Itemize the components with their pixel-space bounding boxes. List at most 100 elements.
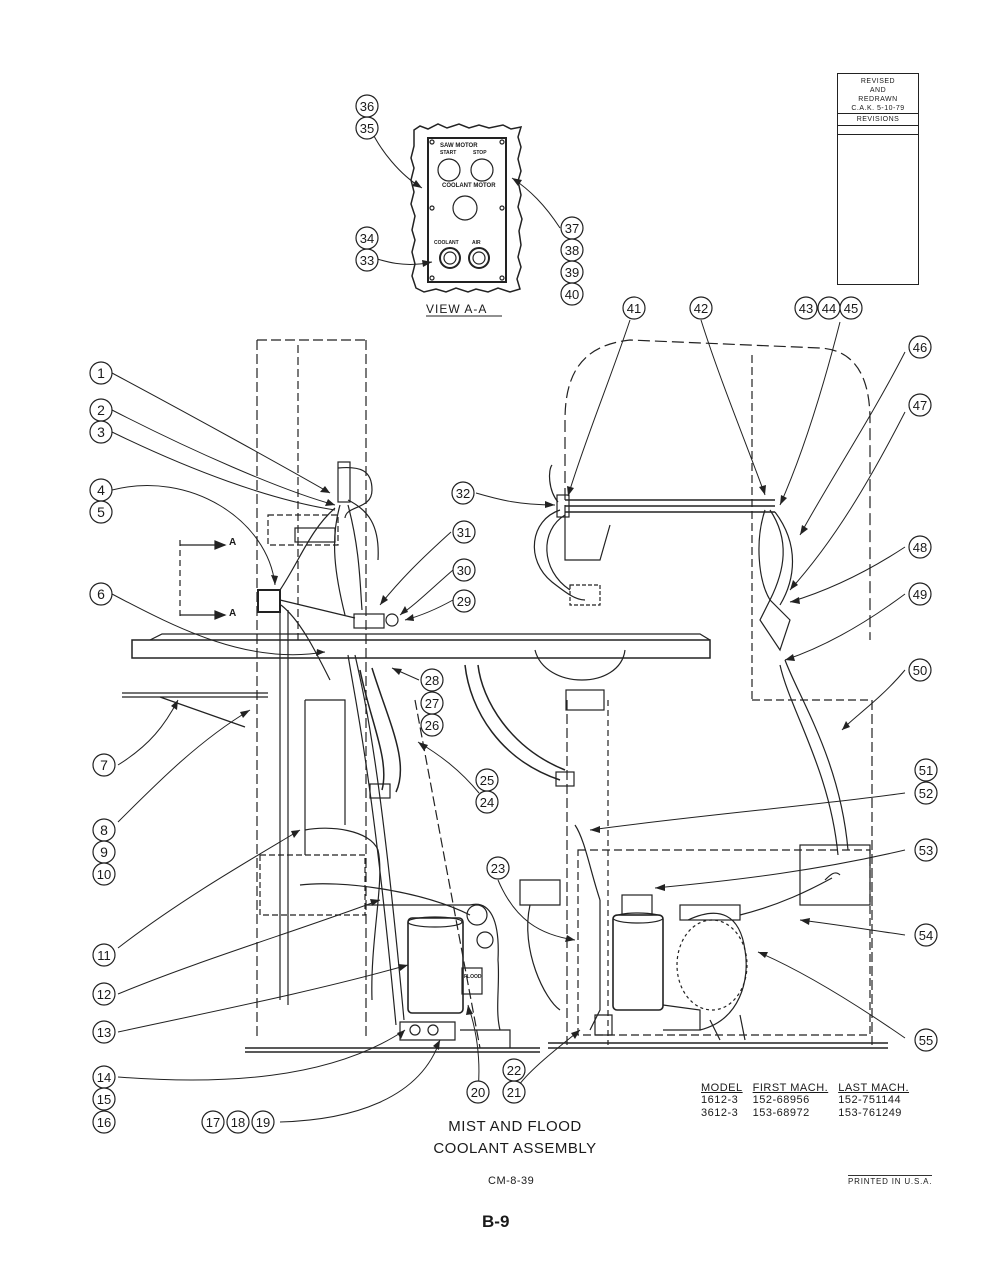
revision-note-line: AND [869, 87, 887, 94]
callout-number: 48 [913, 540, 927, 555]
panel-start-label: START [440, 150, 457, 156]
callout-number: 34 [360, 231, 374, 246]
callout-balloon [486, 856, 510, 880]
callout-21: 21 [502, 1080, 526, 1104]
callout-3: 3 [89, 420, 113, 444]
callout-balloon [420, 668, 444, 692]
callout-8: 8 [92, 818, 116, 842]
callout-balloon [914, 781, 938, 805]
callout-number: 7 [100, 757, 108, 773]
callout-balloon [475, 768, 499, 792]
column-header: LAST MACH. [838, 1082, 910, 1094]
callout-balloon [622, 296, 646, 320]
callout-number: 22 [507, 1063, 521, 1078]
section-marker-bottom: A [229, 608, 237, 619]
callout-28: 28 [420, 668, 444, 692]
table-row: 1612-3 152-68956 152-751144 [701, 1094, 919, 1107]
drawing-title-line2: COOLANT ASSEMBLY [433, 1140, 597, 1157]
revisions-label: REVISIONS [838, 114, 918, 126]
callout-balloon [452, 589, 476, 613]
callout-53: 53 [914, 838, 938, 862]
column-header: MODEL [701, 1082, 743, 1094]
callout-number: 12 [97, 987, 111, 1002]
callout-number: 54 [919, 928, 933, 943]
callout-number: 53 [919, 843, 933, 858]
callout-number: 40 [565, 287, 579, 302]
callout-balloon [914, 838, 938, 862]
callout-balloon [451, 481, 475, 505]
callout-number: 25 [480, 773, 494, 788]
callout-24: 24 [475, 790, 499, 814]
callout-4: 4 [89, 478, 113, 502]
control-panel-view [410, 123, 523, 293]
callout-31: 31 [452, 520, 476, 544]
callout-balloon [839, 296, 863, 320]
callout-number: 36 [360, 99, 374, 114]
callout-balloon [914, 758, 938, 782]
callout-48: 48 [908, 535, 932, 559]
revision-note: REVISED AND REDRAWN C.A.K. 5-10-79 [838, 74, 918, 114]
callout-number: 18 [231, 1115, 245, 1130]
pump-label: FLOOD [464, 974, 482, 980]
callout-number: 50 [913, 663, 927, 678]
callout-number: 28 [425, 673, 439, 688]
callout-balloon [452, 520, 476, 544]
callout-number: 39 [565, 265, 579, 280]
callout-balloon [355, 226, 379, 250]
callout-number: 44 [822, 301, 836, 316]
table-cell: 152-751144 [838, 1094, 902, 1106]
callout-number: 4 [97, 482, 105, 498]
callout-number: 23 [491, 861, 505, 876]
callout-47: 47 [908, 393, 932, 417]
callout-50: 50 [908, 658, 932, 682]
callout-52: 52 [914, 781, 938, 805]
callout-54: 54 [914, 923, 938, 947]
callout-37: 37 [560, 216, 584, 240]
callout-15: 15 [92, 1087, 116, 1111]
callout-33: 33 [355, 248, 379, 272]
callout-number: 21 [507, 1085, 521, 1100]
drawing-title-line1: MIST AND FLOOD [448, 1118, 582, 1135]
callout-number: 19 [256, 1115, 270, 1130]
callout-44: 44 [817, 296, 841, 320]
callout-number: 9 [100, 844, 108, 860]
callout-35: 35 [355, 116, 379, 140]
left-machine [122, 339, 711, 1053]
callout-39: 39 [560, 260, 584, 284]
callout-20: 20 [466, 1080, 490, 1104]
callout-30: 30 [452, 558, 476, 582]
callout-number: 20 [471, 1085, 485, 1100]
drawing-number: CM-8-39 [488, 1175, 535, 1187]
table-cell: 152-68956 [752, 1094, 810, 1106]
table-row: 3612-3 153-68972 153-761249 [701, 1107, 919, 1120]
panel-stop-label: STOP [473, 150, 487, 156]
section-marker-top: A [229, 537, 237, 548]
callout-balloon [452, 558, 476, 582]
column-header: FIRST MACH. [752, 1082, 829, 1094]
callout-40: 40 [560, 282, 584, 306]
callout-number: 47 [913, 398, 927, 413]
callout-32: 32 [451, 481, 475, 505]
callout-43: 43 [794, 296, 818, 320]
callout-balloon [689, 296, 713, 320]
callout-balloon [560, 282, 584, 306]
panel-coolant-label: COOLANT [434, 240, 459, 246]
callout-balloon [92, 1020, 116, 1044]
callout-number: 10 [97, 867, 111, 882]
callout-balloon [908, 658, 932, 682]
section-arrows [179, 540, 227, 620]
callout-11: 11 [92, 943, 116, 967]
callout-number: 37 [565, 221, 579, 236]
callout-41: 41 [622, 296, 646, 320]
callout-number: 30 [457, 563, 471, 578]
callout-10: 10 [92, 862, 116, 886]
callout-number: 11 [97, 948, 111, 963]
callout-number: 1 [97, 365, 105, 381]
callout-number: 45 [844, 301, 858, 316]
callout-balloon [914, 923, 938, 947]
callout-number: 15 [97, 1092, 111, 1107]
callout-balloon [908, 335, 932, 359]
callout-42: 42 [689, 296, 713, 320]
callout-number: 42 [694, 301, 708, 316]
